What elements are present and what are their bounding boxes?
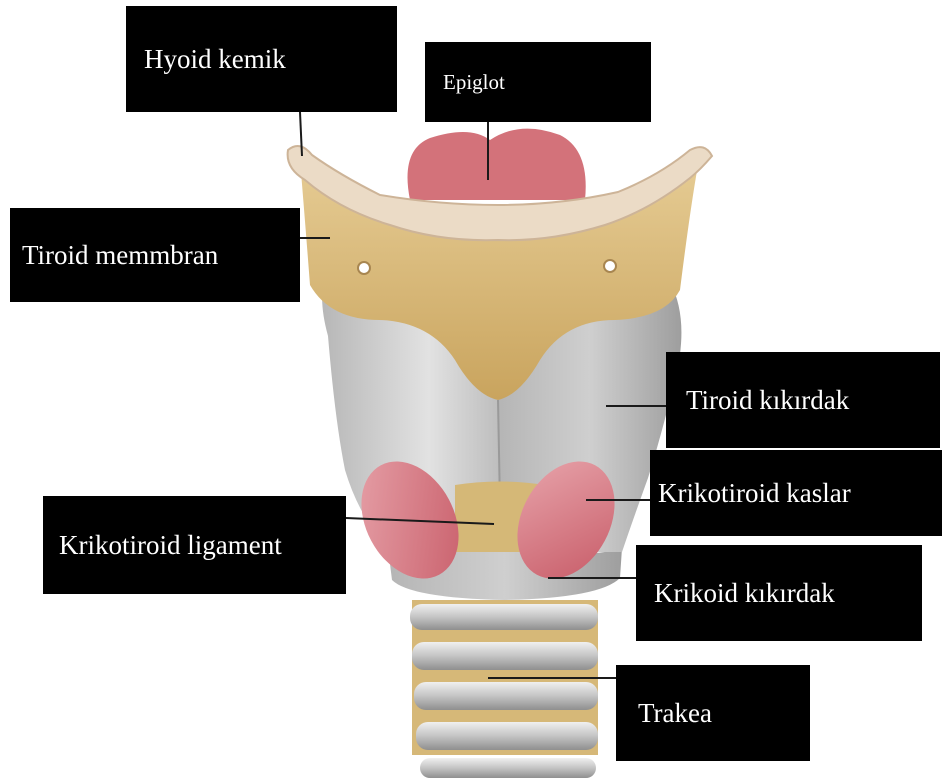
label-krikoid-kikirdak: Krikoid kıkırdak <box>636 545 922 641</box>
label-krikotiroid-kaslar: Krikotiroid kaslar <box>650 450 942 536</box>
label-tiroid-kikirdak: Tiroid kıkırdak <box>666 352 940 448</box>
membrane-foramen <box>358 262 370 274</box>
trachea-ring <box>410 604 598 630</box>
label-trakea: Trakea <box>616 665 810 761</box>
label-krikotiroid-ligament: Krikotiroid ligament <box>43 496 346 594</box>
membrane-foramen <box>604 260 616 272</box>
epiglottis <box>408 129 586 200</box>
trachea-ring <box>416 722 598 750</box>
label-epiglot: Epiglot <box>425 42 651 122</box>
trachea-ring <box>412 642 598 670</box>
trachea <box>410 600 598 778</box>
label-tiroid-membran: Tiroid memmbran <box>10 208 300 302</box>
trachea-ring <box>414 682 598 710</box>
label-hyoid-kemik: Hyoid kemik <box>126 6 397 112</box>
trachea-ring <box>420 758 596 778</box>
